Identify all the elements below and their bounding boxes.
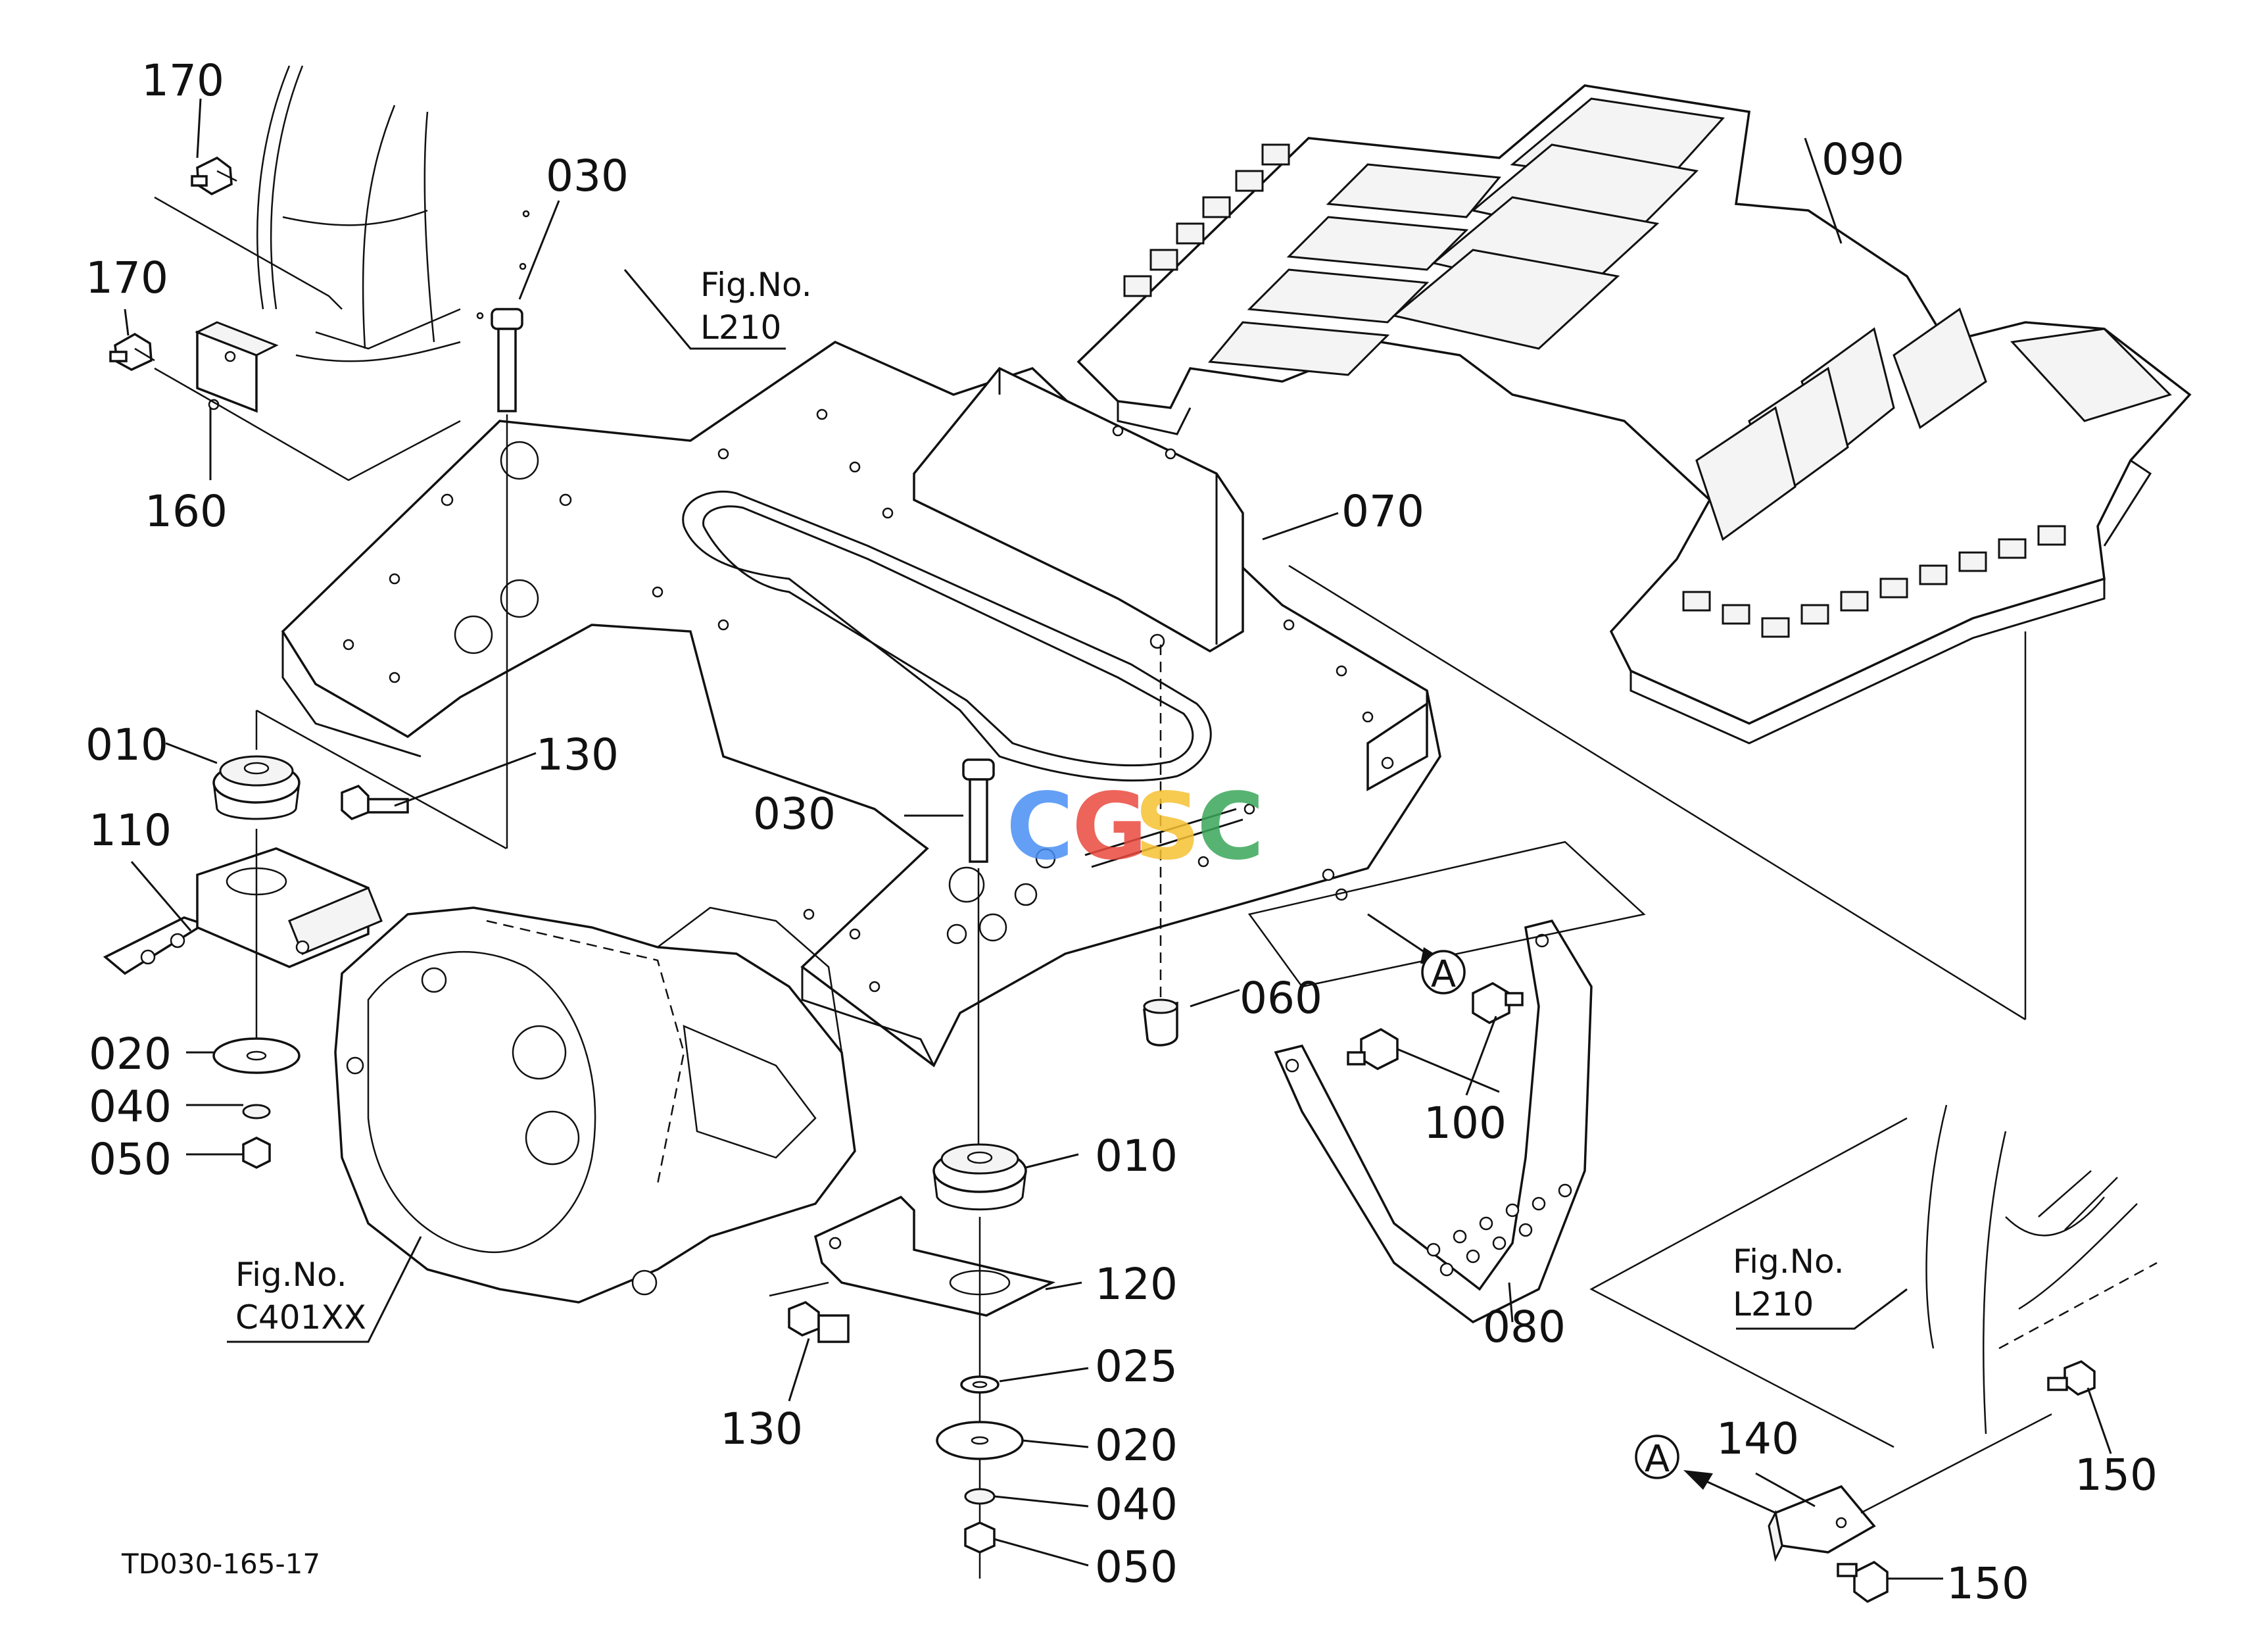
washer-020-left [212, 1037, 301, 1074]
svg-text:Fig.No.: Fig.No. [235, 1256, 347, 1294]
part-label: 140 [1716, 1413, 1799, 1464]
bolt-130-center [788, 1301, 850, 1343]
lockwasher-040-left [242, 1104, 271, 1119]
part-label: 110 [89, 805, 172, 856]
fig-ref-top: Fig.No. L210 [700, 266, 812, 347]
bracket-160 [195, 321, 279, 413]
bolt-100-right [1472, 982, 1524, 1024]
svg-text:Fig.No.: Fig.No. [1733, 1242, 1845, 1281]
part-label: 160 [145, 486, 228, 537]
part-label: 150 [2075, 1450, 2158, 1500]
svg-text:L210: L210 [700, 308, 781, 347]
part-label: 050 [89, 1134, 172, 1185]
bolt-170-second [109, 332, 155, 371]
part-label: 090 [1822, 134, 1904, 185]
plate-side-bracket [1366, 701, 1428, 791]
part-label: 025 [1095, 1341, 1178, 1392]
svg-text:C401XX: C401XX [235, 1298, 366, 1337]
part-label: 020 [89, 1029, 172, 1079]
floor-plate [281, 341, 1441, 1068]
bolt-150-bottom [1837, 1560, 1889, 1604]
watermark-letter-2: G [1072, 774, 1147, 881]
rubber-mount-010-center [932, 1143, 1027, 1211]
watermark-letter-3: S [1134, 774, 1201, 881]
part-label: 050 [1095, 1542, 1178, 1592]
mat-ribs-left [1123, 97, 1725, 376]
leader-lines [124, 98, 2112, 1580]
fig-ref-bottom-right: Fig.No. L210 [1733, 1242, 1845, 1323]
part-label: 170 [141, 55, 224, 106]
mat-ribs-right [1682, 307, 2172, 638]
part-label: 120 [1095, 1259, 1178, 1310]
part-label: 170 [85, 253, 168, 303]
floor-mat-090 [1076, 84, 2192, 745]
part-label: 010 [85, 720, 168, 770]
part-label: 060 [1240, 973, 1322, 1023]
bolt-100-left [1347, 1028, 1399, 1070]
part-label: 070 [1341, 486, 1424, 537]
nut-050-center [964, 1521, 996, 1554]
transmission-housing [334, 906, 856, 1304]
bracket-140 [1768, 1485, 1876, 1562]
nut-050-left [242, 1137, 271, 1169]
watermark-letter-1: C [1006, 774, 1074, 881]
bracket-120 [813, 1195, 1056, 1317]
part-label: 010 [1095, 1131, 1178, 1181]
fender-outline-bottom [1925, 1104, 2158, 1435]
diagram-code: TD030-165-17 [121, 1548, 320, 1580]
svg-text:L210: L210 [1733, 1285, 1814, 1323]
callout-a-top: A [1421, 950, 1466, 996]
washer-025 [960, 1375, 1000, 1394]
part-label: 040 [89, 1081, 172, 1132]
part-label: 020 [1095, 1420, 1178, 1471]
svg-text:A: A [1645, 1438, 1670, 1481]
arrow-to-a-bottom [1683, 1470, 1776, 1514]
part-label: 130 [720, 1404, 803, 1454]
bolt-150-right [2047, 1360, 2096, 1396]
watermark-logo: C G S C [1006, 774, 1265, 881]
step-080 [1274, 919, 1593, 1324]
part-label: 030 [546, 151, 629, 201]
washer-020-center [936, 1421, 1024, 1460]
part-label: 080 [1483, 1302, 1566, 1352]
callout-a-bottom: A [1635, 1435, 1679, 1481]
bolt-030-top [491, 308, 523, 412]
fig-ref-bottom-left: Fig.No. C401XX [235, 1256, 366, 1337]
part-label: 040 [1095, 1479, 1178, 1530]
bolt-170-top [191, 156, 237, 196]
plug-060 [1143, 998, 1178, 1046]
fender-outline-top [256, 65, 530, 362]
lockwasher-040-center [964, 1488, 996, 1505]
part-label: 030 [753, 789, 836, 839]
bolt-030-center [962, 758, 995, 863]
watermark-letter-4: C [1197, 774, 1265, 881]
bolt-130-left [341, 784, 409, 821]
svg-text:A: A [1431, 953, 1456, 996]
part-label: 100 [1424, 1098, 1507, 1148]
part-label: 130 [536, 729, 619, 780]
rubber-mount-010-left [212, 755, 301, 820]
bracket-110 [103, 847, 383, 975]
svg-text:Fig.No.: Fig.No. [700, 266, 812, 304]
part-number-labels: 170 170 160 030 090 070 010 130 110 030 … [85, 55, 2158, 1609]
part-label: 150 [1946, 1558, 2029, 1609]
